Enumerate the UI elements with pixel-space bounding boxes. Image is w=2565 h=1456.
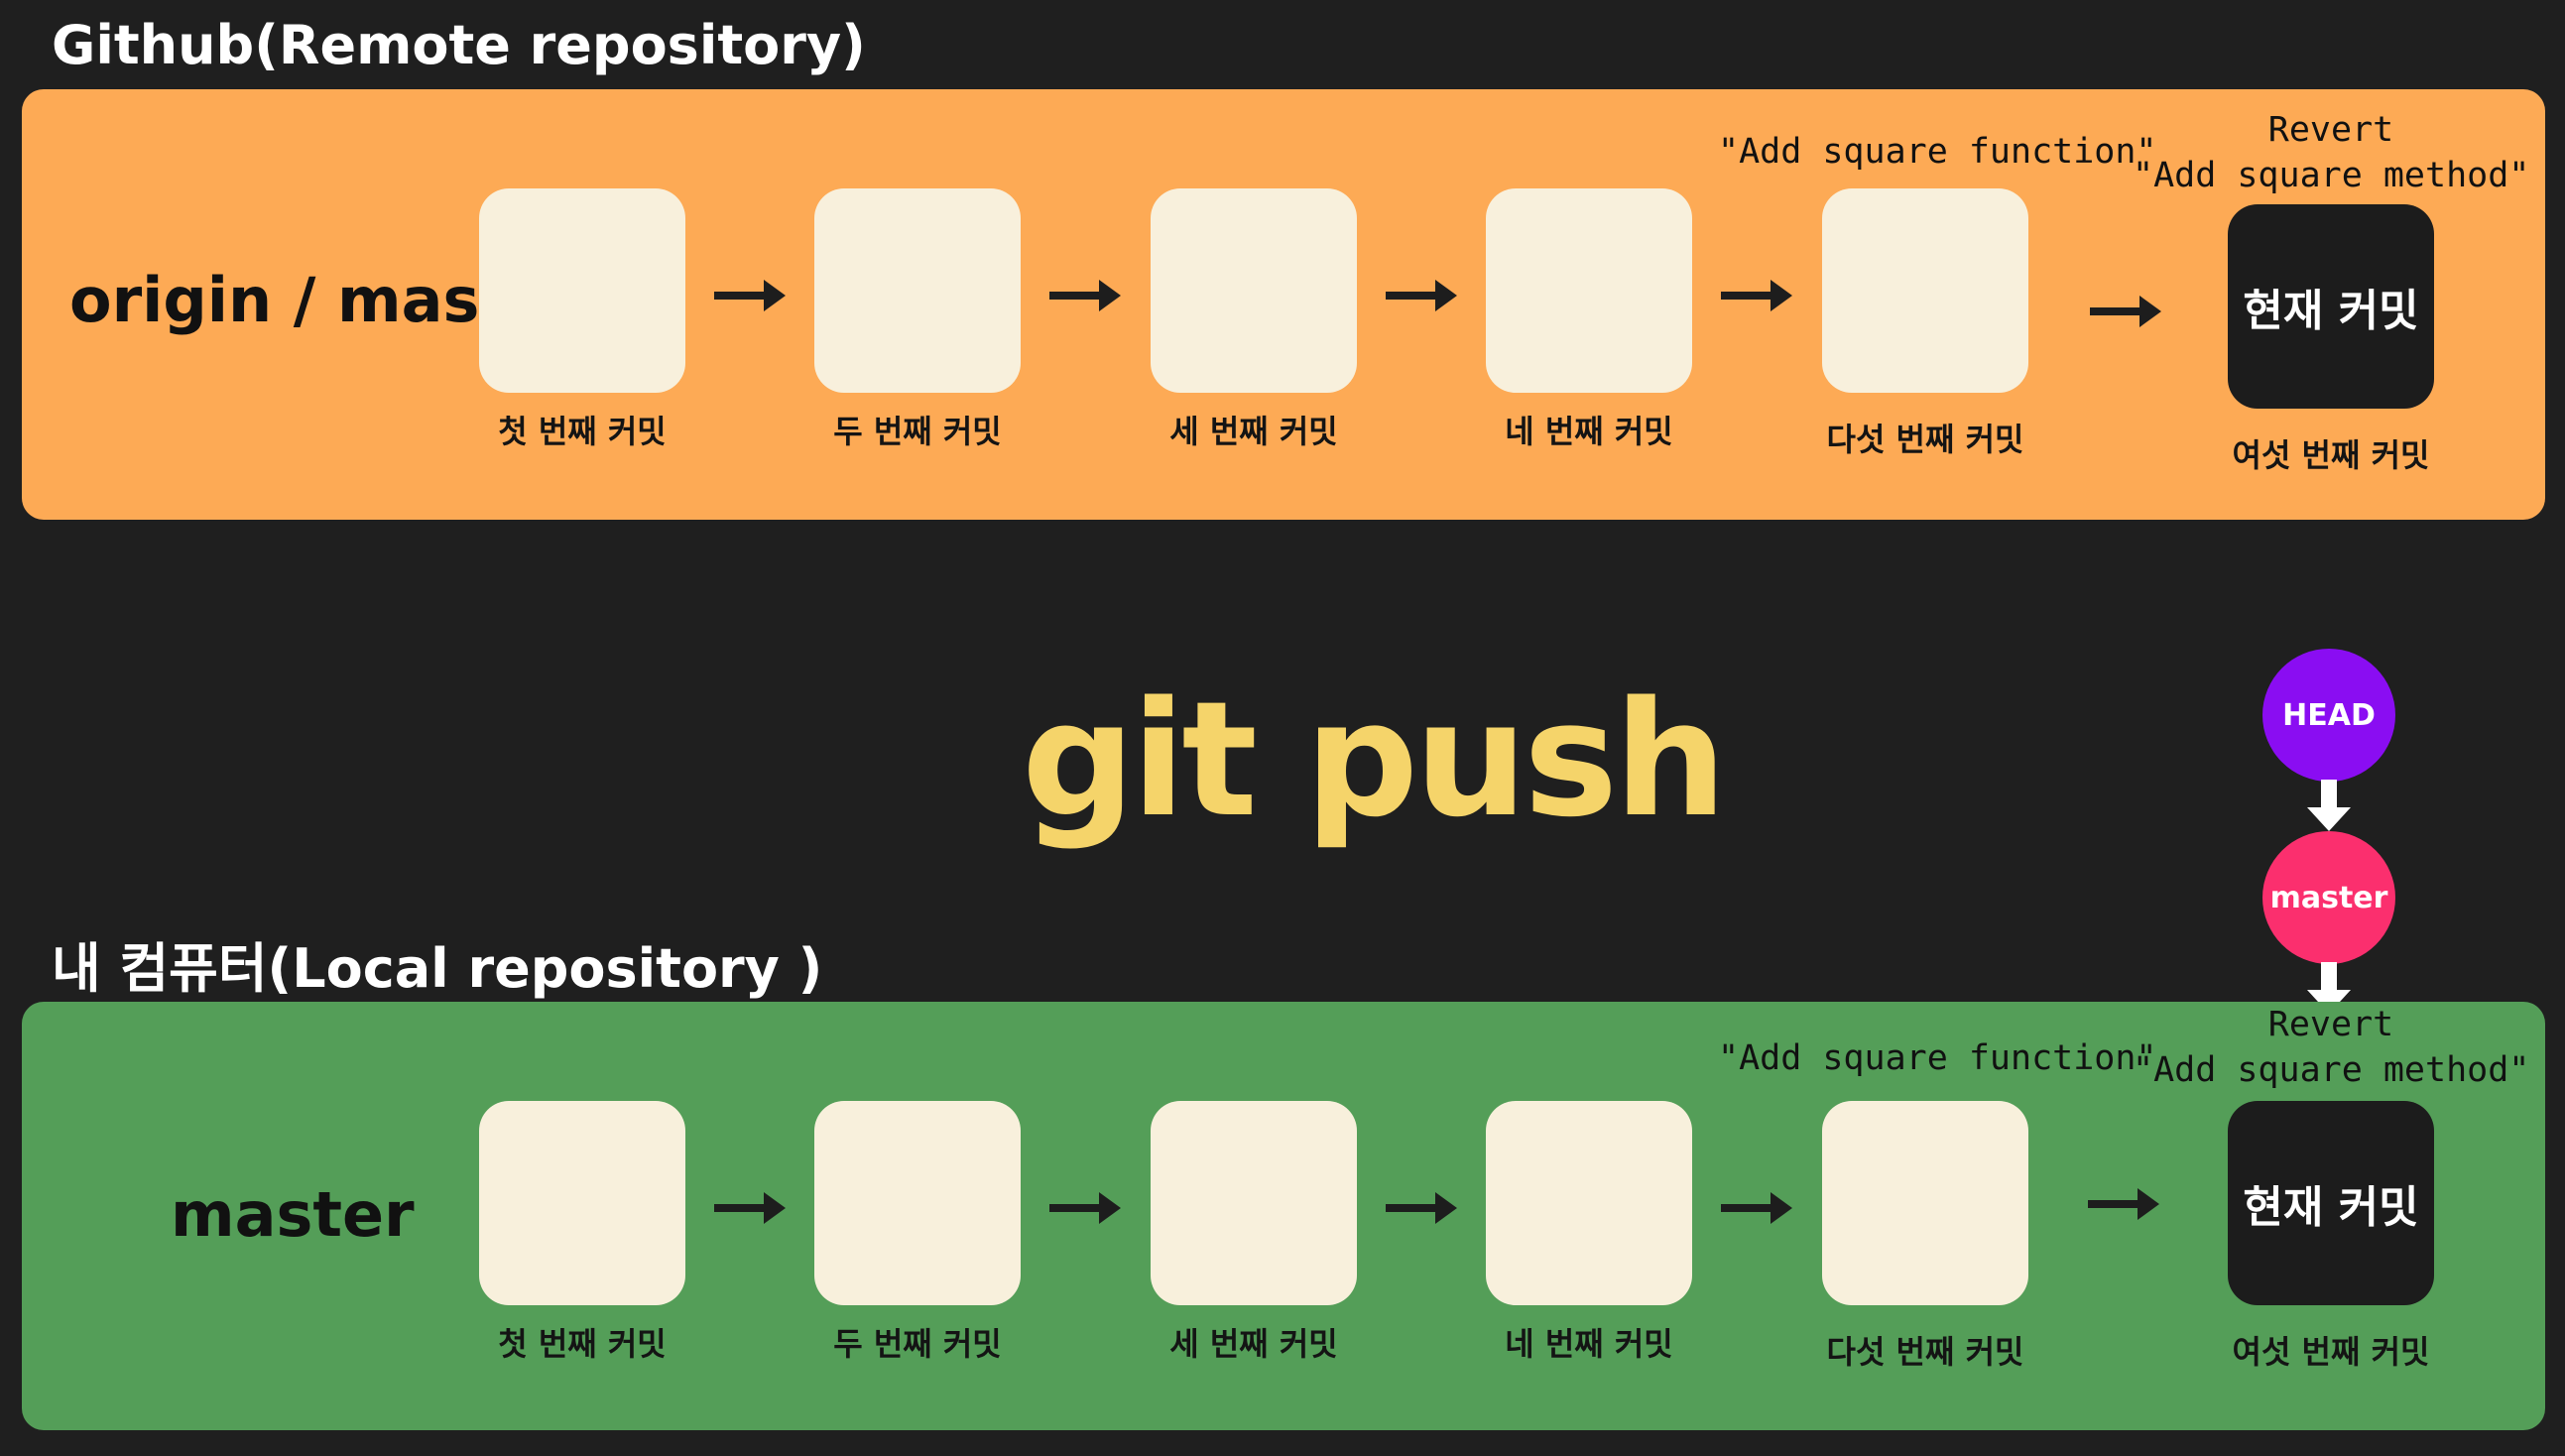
local-commit-4 xyxy=(1486,1101,1692,1305)
local-current-commit-label: 현재 커밋 xyxy=(2243,1182,2419,1233)
local-repository-panel: master 현재 커밋 첫 번째 커밋 두 번째 커밋 세 번째 커밋 네 번… xyxy=(22,1002,2545,1430)
git-push-command: git push xyxy=(1022,667,1727,852)
remote-commit-2-label: 두 번째 커밋 xyxy=(833,413,1002,450)
master-pointer-label: master xyxy=(2269,880,2388,915)
remote-commit-1-label: 첫 번째 커밋 xyxy=(498,413,667,450)
local-commit-2-label: 두 번째 커밋 xyxy=(833,1325,1002,1363)
local-arrow-2-3 xyxy=(1049,1192,1121,1224)
local-commit-6-message-line1: Revert xyxy=(2267,1005,2394,1044)
local-repository-title: 내 컴퓨터(Local repository ) xyxy=(52,937,823,1000)
master-pointer: master xyxy=(2262,831,2395,964)
remote-commit-5-message: "Add square function" xyxy=(1718,132,2157,172)
local-commit-6-message-line2: "Add square method" xyxy=(2133,1050,2530,1090)
remote-arrow-4-5 xyxy=(1721,280,1792,311)
master-to-commit-arrow xyxy=(2307,962,2351,1014)
local-commit-6-label: 여섯 번째 커밋 xyxy=(2232,1333,2430,1371)
remote-commit-6-message-line2: "Add square method" xyxy=(2133,156,2530,195)
head-to-master-arrow xyxy=(2307,780,2351,831)
local-branch-label: master xyxy=(171,1178,415,1251)
local-commit-3 xyxy=(1151,1101,1357,1305)
remote-commit-5-label: 다섯 번째 커밋 xyxy=(1826,421,2024,458)
local-commit-5 xyxy=(1822,1101,2028,1305)
remote-commit-6-message-line1: Revert xyxy=(2267,110,2394,150)
remote-current-commit-label: 현재 커밋 xyxy=(2243,286,2419,336)
remote-commit-2 xyxy=(814,188,1021,393)
remote-repository-title: Github(Remote repository) xyxy=(52,14,866,76)
local-commit-1 xyxy=(479,1101,685,1305)
local-arrow-3-4 xyxy=(1386,1192,1457,1224)
local-arrow-1-2 xyxy=(714,1192,786,1224)
remote-arrow-1-2 xyxy=(714,280,786,311)
remote-arrow-3-4 xyxy=(1386,280,1457,311)
remote-repository-panel: origin / master 현재 커밋 첫 번째 커밋 두 번째 커밋 세 … xyxy=(22,89,2545,520)
remote-commit-6-current: 현재 커밋 xyxy=(2228,204,2434,409)
local-commit-3-label: 세 번째 커밋 xyxy=(1169,1325,1338,1363)
remote-commit-4-label: 네 번째 커밋 xyxy=(1505,413,1673,450)
local-arrow-4-5 xyxy=(1721,1192,1792,1224)
local-arrow-5-6 xyxy=(2088,1188,2159,1220)
remote-commit-5 xyxy=(1822,188,2028,393)
local-commit-5-label: 다섯 번째 커밋 xyxy=(1826,1333,2024,1371)
local-commit-6-current: 현재 커밋 xyxy=(2228,1101,2434,1305)
local-commit-1-label: 첫 번째 커밋 xyxy=(498,1325,667,1363)
remote-commit-1 xyxy=(479,188,685,393)
remote-commit-3-label: 세 번째 커밋 xyxy=(1169,413,1338,450)
head-pointer-label: HEAD xyxy=(2282,697,2376,733)
remote-commit-6-label: 여섯 번째 커밋 xyxy=(2232,436,2430,474)
head-pointer: HEAD xyxy=(2262,649,2395,782)
local-commit-4-label: 네 번째 커밋 xyxy=(1505,1325,1673,1363)
remote-arrow-5-6 xyxy=(2090,296,2161,327)
local-commit-2 xyxy=(814,1101,1021,1305)
remote-commit-4 xyxy=(1486,188,1692,393)
local-commit-5-message: "Add square function" xyxy=(1718,1038,2157,1078)
remote-arrow-2-3 xyxy=(1049,280,1121,311)
remote-commit-3 xyxy=(1151,188,1357,393)
